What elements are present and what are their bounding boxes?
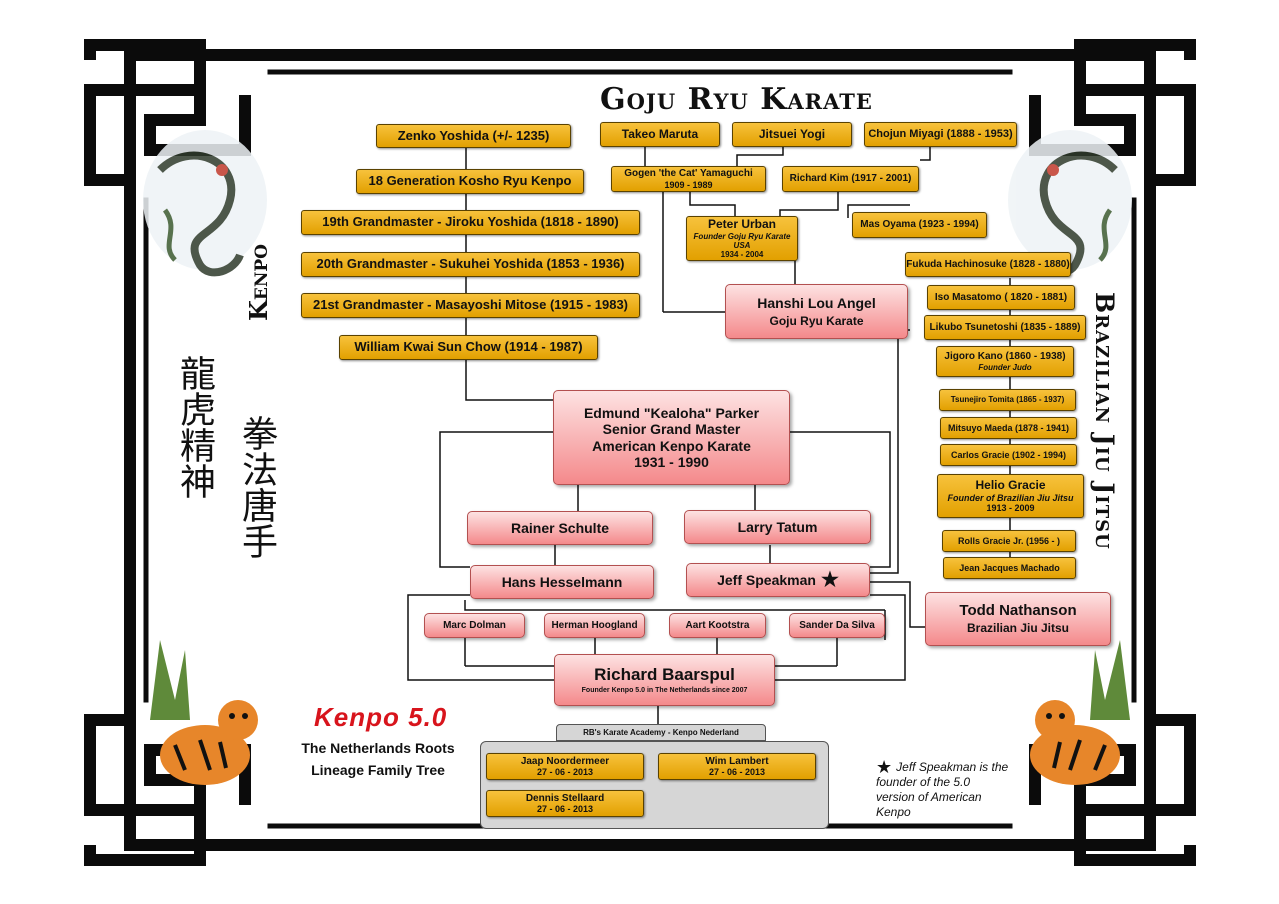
academy-label: RB's Karate Academy - Kenpo Nederland	[556, 724, 766, 741]
academy-member-date: 27 - 06 - 2013	[708, 767, 766, 778]
kenpo-heading: Kenpo	[244, 244, 273, 321]
todd-nathanson: Todd Nathanson Brazilian Jiu Jitsu	[925, 592, 1111, 646]
instructor-box: Herman Hoogland	[544, 613, 645, 638]
helio-gracie-subtitle: Founder of Brazilian Jiu Jitsu	[947, 492, 1074, 503]
rainer-schulte: Rainer Schulte	[467, 511, 653, 545]
todd-nathanson-subtitle: Brazilian Jiu Jitsu	[966, 621, 1070, 636]
instructor-box: Aart Kootstra	[669, 613, 766, 638]
academy-member: Dennis Stellaard 27 - 06 - 2013	[486, 790, 644, 817]
bjj-lineage-box: Carlos Gracie (1902 - 1994)	[940, 444, 1077, 466]
parker-rank: Senior Grand Master	[602, 421, 741, 438]
peter-urban-years: 1934 - 2004	[720, 249, 764, 259]
star-icon: ★	[876, 757, 893, 777]
dragon-left-illustration	[143, 130, 267, 277]
goju-mas-oyama: Mas Oyama (1923 - 1994)	[852, 212, 987, 238]
academy-member-name: Jaap Noordermeer	[520, 755, 610, 767]
richard-baarspul-name: Richard Baarspul	[594, 664, 735, 684]
peter-urban-name: Peter Urban	[707, 216, 777, 231]
academy-member-name: Wim Lambert	[705, 755, 769, 767]
goju-takeo-maruta: Takeo Maruta	[600, 122, 720, 147]
brazilian-jiu-jitsu-heading: Brazilian Jiu Jitsu	[1090, 292, 1119, 550]
gogen-years: 1909 - 1989	[664, 179, 713, 190]
parker-years: 1931 - 1990	[634, 453, 709, 470]
bjj-lineage-box: Mitsuyo Maeda (1878 - 1941)	[940, 417, 1077, 439]
instructor-box: Marc Dolman	[424, 613, 525, 638]
kenpo-lineage-box: 18 Generation Kosho Ryu Kenpo	[356, 169, 584, 194]
helio-gracie-name: Helio Gracie	[975, 477, 1046, 492]
goju-jitsuei-yogi: Jitsuei Yogi	[732, 122, 852, 147]
academy-member: Wim Lambert 27 - 06 - 2013	[658, 753, 816, 780]
hans-hesselmann: Hans Hesselmann	[470, 565, 654, 599]
academy-member-date: 27 - 06 - 2013	[536, 767, 594, 778]
bjj-lineage-box: Iso Masatomo ( 1820 - 1881)	[927, 285, 1075, 310]
todd-nathanson-name: Todd Nathanson	[959, 601, 1077, 619]
hanshi-lou-angel: Hanshi Lou Angel Goju Ryu Karate	[725, 284, 908, 339]
logo-line-1: The Netherlands Roots	[301, 740, 455, 756]
gogen-name: Gogen 'the Cat' Yamaguchi	[624, 168, 753, 180]
footnote: ★ Jeff Speakman is the founder of the 5.…	[876, 757, 1011, 820]
richard-baarspul: Richard Baarspul Founder Kenpo 5.0 in Th…	[554, 654, 775, 706]
kenpo-lineage-box: 19th Grandmaster - Jiroku Yoshida (1818 …	[301, 210, 640, 235]
kenpo-lineage-box: 20th Grandmaster - Sukuhei Yoshida (1853…	[301, 252, 640, 277]
goju-peter-urban: Peter Urban Founder Goju Ryu Karate USA …	[686, 216, 798, 261]
kenpo-lineage-box: Zenko Yoshida (+/- 1235)	[376, 124, 571, 148]
kenpo-lineage-box: 21st Grandmaster - Masayoshi Mitose (191…	[301, 293, 640, 318]
academy-member-date: 27 - 06 - 2013	[536, 804, 594, 815]
instructor-box: Sander Da Silva	[789, 613, 885, 638]
goju-chojun-miyagi: Chojun Miyagi (1888 - 1953)	[864, 122, 1017, 147]
peter-urban-subtitle: Founder Goju Ryu Karate USA	[693, 231, 791, 250]
kanji-dragon-tiger-spirit: 龍虎精神	[174, 355, 215, 499]
lou-angel-name: Hanshi Lou Angel	[757, 294, 876, 311]
star-icon: ★	[820, 568, 839, 591]
logo-line-2: Lineage Family Tree	[311, 762, 445, 778]
kanji-kenpo-karate: 拳法唐手	[236, 415, 277, 559]
parker-style: American Kenpo Karate	[592, 437, 751, 454]
bjj-lineage-box: Rolls Gracie Jr. (1956 - )	[942, 530, 1076, 552]
tiger-right-illustration	[1030, 640, 1130, 785]
edmund-parker: Edmund "Kealoha" Parker Senior Grand Mas…	[553, 390, 790, 485]
kenpo-logo: Kenpo 5.0	[314, 702, 448, 732]
helio-gracie-years: 1913 - 2009	[986, 502, 1035, 513]
academy-member-name: Dennis Stellaard	[525, 792, 605, 804]
jeff-speakman: Jeff Speakman ★	[686, 563, 870, 597]
footnote-text: Jeff Speakman is the founder of the 5.0 …	[876, 760, 1009, 819]
bjj-lineage-box: Tsunejiro Tomita (1865 - 1937)	[939, 389, 1076, 411]
bjj-lineage-box: Jean Jacques Machado	[943, 557, 1076, 579]
bjj-lineage-box: Likubo Tsunetoshi (1835 - 1889)	[924, 315, 1086, 340]
richard-baarspul-subtitle: Founder Kenpo 5.0 in The Netherlands sin…	[581, 687, 748, 695]
goju-richard-kim: Richard Kim (1917 - 2001)	[782, 166, 919, 192]
larry-tatum: Larry Tatum	[684, 510, 871, 544]
bjj-helio-gracie: Helio Gracie Founder of Brazilian Jiu Ji…	[937, 474, 1084, 518]
lou-angel-subtitle: Goju Ryu Karate	[769, 313, 864, 328]
jigoro-kano-name: Jigoro Kano (1860 - 1938)	[944, 351, 1066, 363]
tiger-left-illustration	[150, 640, 258, 785]
kenpo-lineage-box: William Kwai Sun Chow (1914 - 1987)	[339, 335, 598, 360]
parker-name: Edmund "Kealoha" Parker	[583, 405, 760, 422]
goju-ryu-heading: Goju Ryu Karate	[600, 82, 873, 117]
bjj-lineage-box: Fukuda Hachinosuke (1828 - 1880)	[905, 252, 1071, 277]
academy-member: Jaap Noordermeer 27 - 06 - 2013	[486, 753, 644, 780]
jeff-speakman-name: Jeff Speakman	[717, 571, 816, 588]
jigoro-kano-subtitle: Founder Judo	[978, 362, 1032, 372]
bjj-jigoro-kano: Jigoro Kano (1860 - 1938) Founder Judo	[936, 346, 1074, 377]
goju-gogen-yamaguchi: Gogen 'the Cat' Yamaguchi 1909 - 1989	[611, 166, 766, 192]
